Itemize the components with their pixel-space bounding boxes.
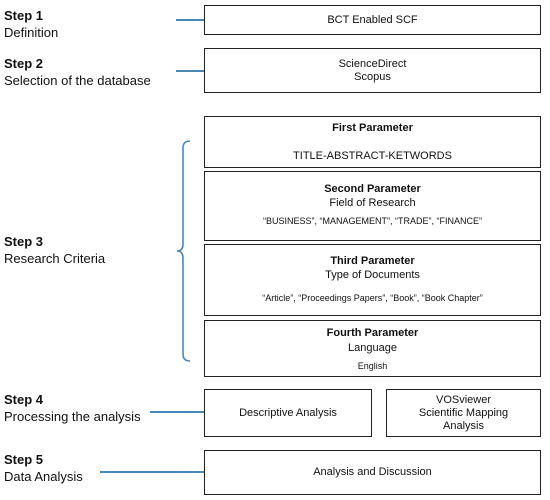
parameter-box-3: Third Parameter Type of Documents “Artic…: [204, 244, 541, 316]
step-3-desc: Research Criteria: [4, 251, 106, 266]
step-1-box: BCT Enabled SCF: [204, 5, 541, 35]
parameter-4-subtitle: Language: [348, 342, 397, 354]
step-5-box: Analysis and Discussion: [204, 450, 541, 495]
parameter-box-2: Second Parameter Field of Research “BUSI…: [204, 171, 541, 241]
step-1-desc: Definition: [4, 25, 59, 40]
connector-step-2: [176, 70, 204, 72]
vosviewer-line2: Scientific Mapping: [418, 406, 509, 419]
parameter-box-1: First Parameter TITLE-ABSTRACT-KETWORDS: [204, 116, 541, 168]
vosviewer-line1: VOSviewer: [435, 393, 492, 406]
step-1-box-label: BCT Enabled SCF: [327, 13, 418, 26]
parameter-3-detail: “Article”, “Proceedings Papers”, “Book”,…: [262, 293, 483, 303]
step-2-line1: ScienceDirect: [338, 57, 407, 70]
parameter-4-detail: English: [357, 361, 388, 371]
step-4-desc: Processing the analysis: [4, 409, 141, 424]
curly-brace: [176, 140, 191, 362]
step-1-title: Step 1: [4, 8, 44, 23]
connector-step-4: [150, 411, 204, 413]
step-2-box: ScienceDirect Scopus: [204, 48, 541, 93]
step-5-box-label: Analysis and Discussion: [313, 466, 432, 478]
parameter-3-subtitle: Type of Documents: [325, 269, 420, 281]
parameter-1-detail: TITLE-ABSTRACT-KETWORDS: [293, 150, 452, 162]
connector-step-5: [100, 471, 204, 473]
step-5-title: Step 5: [4, 452, 44, 467]
vosviewer-box: VOSviewer Scientific Mapping Analysis: [386, 389, 541, 437]
step-3-title: Step 3: [4, 234, 44, 249]
descriptive-analysis-box: Descriptive Analysis: [204, 389, 372, 437]
parameter-2-detail: “BUSINESS”, “MANAGEMENT”, “TRADE”, “FINA…: [262, 216, 482, 226]
parameter-box-4: Fourth Parameter Language English: [204, 320, 541, 377]
step-5-desc: Data Analysis: [4, 469, 83, 484]
parameter-4-title: Fourth Parameter: [326, 327, 419, 339]
step-2-title: Step 2: [4, 56, 44, 71]
step-2-desc: Selection of the database: [4, 73, 151, 88]
vosviewer-line3: Analysis: [443, 419, 484, 432]
step-2-line2: Scopus: [354, 70, 391, 83]
connector-step-1: [176, 19, 204, 21]
parameter-2-title: Second Parameter: [324, 183, 421, 195]
parameter-1-title: First Parameter: [332, 122, 413, 134]
parameter-2-subtitle: Field of Research: [329, 197, 416, 209]
parameter-3-title: Third Parameter: [330, 255, 415, 267]
step-4-title: Step 4: [4, 392, 44, 407]
descriptive-analysis-label: Descriptive Analysis: [239, 406, 337, 419]
